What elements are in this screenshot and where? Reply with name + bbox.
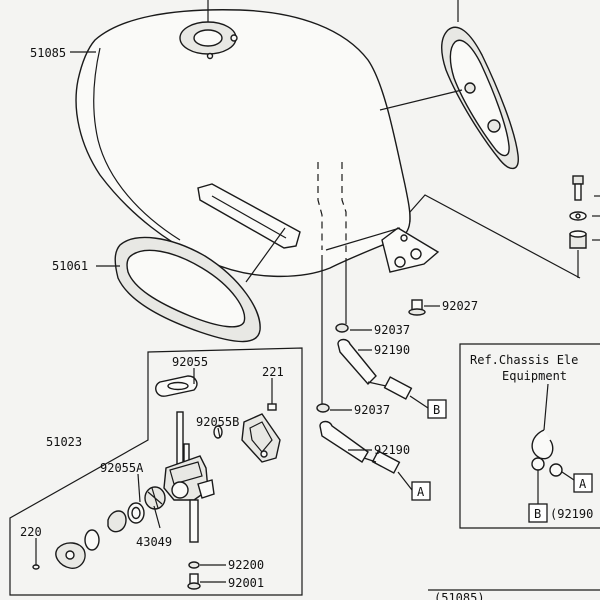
reference-note-line2: Equipment [502,369,567,383]
callout-b-hose: B [427,399,447,419]
label-92037-bottom: 92037 [354,403,390,417]
label-92190-bottom: 92190 [374,443,410,457]
label-51023: 51023 [46,435,82,449]
label-43049: 43049 [136,535,172,549]
bottom-partial-label: (51085) [434,591,485,600]
label-92200: 92200 [228,558,264,572]
reference-partial-number: (92190 [550,507,593,521]
callout-b-ref-text: B [534,507,541,521]
label-92190-top: 92190 [374,343,410,357]
callout-a-hose: A [411,481,431,501]
label-220: 220 [20,525,42,539]
reference-box [459,343,600,529]
callout-a-ref-text: A [579,477,587,491]
label-92055: 92055 [172,355,208,369]
side-cover-right [441,0,519,170]
reference-note-line1: Ref.Chassis Ele [470,353,578,367]
label-92055b: 92055B [196,415,239,429]
callout-b-ref: B [528,503,548,523]
label-51061: 51061 [52,259,88,273]
label-51085: 51085 [30,46,66,60]
leader-lines [35,51,463,583]
grommet-92027 [408,299,426,316]
side-cover-left [114,236,261,343]
fuel-tank [75,0,440,278]
fuel-hoses [316,162,429,491]
fuel-tap-box [9,347,303,596]
label-92027: 92027 [442,299,478,313]
right-fasteners [409,175,600,279]
label-92037-top: 92037 [374,323,410,337]
label-92055a: 92055A [100,461,144,475]
fuel-tap [32,375,281,590]
callout-a-hose-text: A [417,485,425,499]
label-92001: 92001 [228,576,264,590]
label-221: 221 [262,365,284,379]
callout-b-hose-text: B [433,403,440,417]
callout-a-ref: A [573,473,593,493]
